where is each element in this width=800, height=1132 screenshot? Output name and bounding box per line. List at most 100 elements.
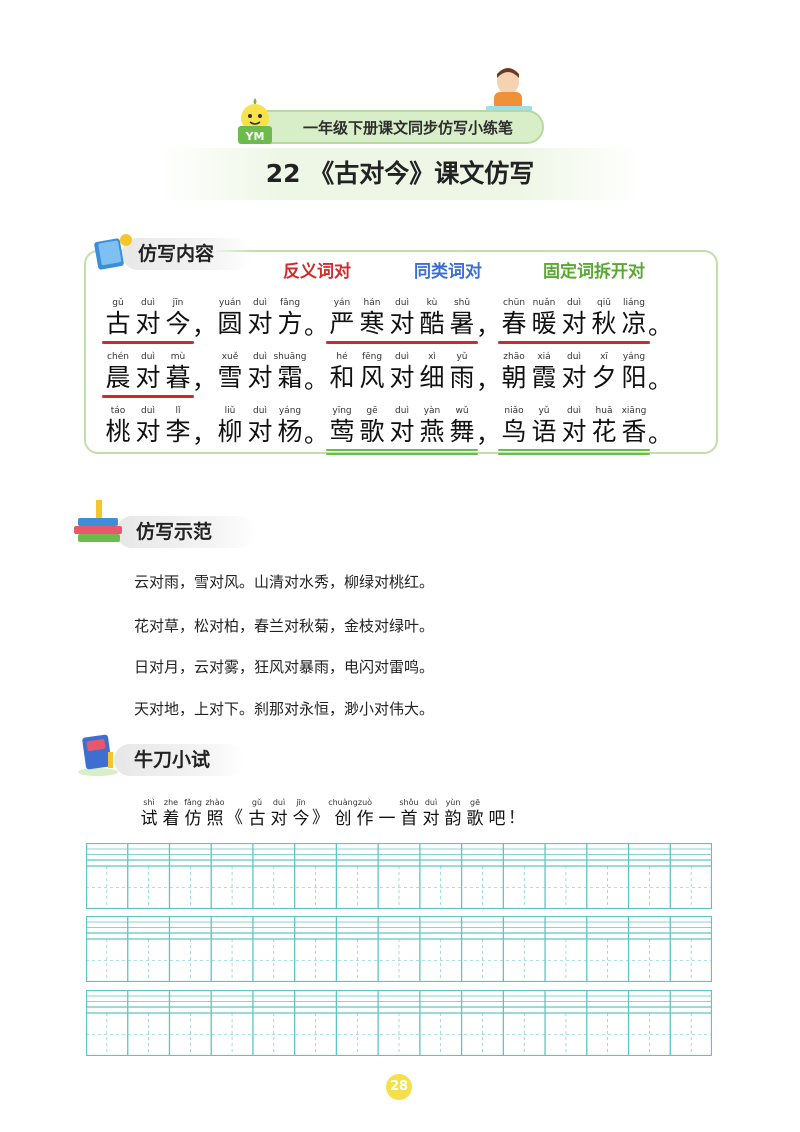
demo-line-3: 日对月，云对雾，狂风对暴雨，电闪对雷鸣。 xyxy=(134,658,435,676)
hanzi: 歌 xyxy=(466,809,484,829)
pinyin: gē xyxy=(470,798,480,807)
legend-same-category: 同类词对 xyxy=(414,262,482,282)
pinyin: xì xyxy=(428,352,436,362)
punctuation-text: 》 xyxy=(312,808,329,828)
pinyin: gǔ xyxy=(251,798,263,807)
section-label-demo: 仿写示范 xyxy=(136,521,213,543)
hanzi: 酷 xyxy=(419,309,445,338)
hanzi: 着 xyxy=(162,809,180,829)
hanzi: 阳 xyxy=(621,363,647,392)
punctuation: 。 xyxy=(648,312,672,340)
pinyin: yīng xyxy=(332,406,352,416)
pinyin: zhe xyxy=(163,798,179,807)
hanzi: 对 xyxy=(389,417,415,446)
punctuation: 。 xyxy=(304,366,328,394)
punctuation: 。 xyxy=(648,366,672,394)
pinyin: duì xyxy=(253,406,267,416)
hanzi: 李 xyxy=(165,417,191,446)
pinyin: hé xyxy=(336,352,348,362)
hanzi: 和 xyxy=(329,363,355,392)
kid-writing-illustration xyxy=(478,66,538,116)
writing-grid-2[interactable] xyxy=(86,916,712,982)
pinyin: shì xyxy=(143,798,155,807)
hanzi: 今 xyxy=(165,309,191,338)
books-stack-icon xyxy=(72,500,130,552)
hanzi: 歌 xyxy=(359,417,385,446)
punctuation: ， xyxy=(192,366,216,394)
pinyin: yuán xyxy=(218,298,242,308)
hanzi: 雨 xyxy=(449,363,475,392)
hanzi: 霞 xyxy=(531,363,557,392)
hanzi: 暑 xyxy=(449,309,475,338)
hanzi: 今 xyxy=(292,809,310,829)
pinyin: duì xyxy=(395,298,409,308)
pair-underline xyxy=(102,341,194,344)
pinyin: yáng xyxy=(278,406,302,416)
section-label-content: 仿写内容 xyxy=(138,243,215,265)
hanzi: 霜 xyxy=(277,363,303,392)
pinyin: gē xyxy=(366,406,378,416)
pinyin: yán xyxy=(333,298,351,308)
hanzi: 仿 xyxy=(184,809,202,829)
pinyin: shǒu xyxy=(399,798,419,807)
hanzi: 燕 xyxy=(419,417,445,446)
section-header-demo: 仿写示范 xyxy=(72,500,262,550)
hanzi: 朝 xyxy=(501,363,527,392)
pair-underline xyxy=(326,341,478,344)
hanzi: 花 xyxy=(591,417,617,446)
hanzi: 照 xyxy=(206,809,224,829)
pinyin: chūn xyxy=(502,298,526,308)
hanzi: 对 xyxy=(135,309,161,338)
pinyin: wǔ xyxy=(455,406,469,416)
pinyin: yáng xyxy=(622,352,646,362)
pinyin: liáng xyxy=(623,298,645,308)
hanzi: 风 xyxy=(359,363,385,392)
punctuation: ， xyxy=(476,420,500,448)
hanzi: 对 xyxy=(561,417,587,446)
writing-grid-3[interactable] xyxy=(86,990,712,1056)
section-label-practice: 牛刀小试 xyxy=(134,749,211,771)
pair-underline xyxy=(498,341,650,344)
hanzi: 香 xyxy=(621,417,647,446)
writing-grid-1[interactable] xyxy=(86,843,712,909)
notebook-icon xyxy=(74,734,122,780)
book-icon xyxy=(92,230,136,274)
series-banner: 一年级下册课文同步仿写小练笔 xyxy=(248,110,544,144)
pair-underline xyxy=(326,449,478,451)
pinyin: táo xyxy=(110,406,126,416)
pinyin: duì xyxy=(141,352,155,362)
pinyin: duì xyxy=(141,298,155,308)
punctuation: ， xyxy=(476,312,500,340)
pinyin: yàn xyxy=(423,406,441,416)
hanzi: 首 xyxy=(400,809,418,829)
pinyin: zuò xyxy=(357,798,373,807)
hanzi: 杨 xyxy=(277,417,303,446)
pinyin: fāng xyxy=(279,298,301,308)
hanzi: 语 xyxy=(531,417,557,446)
pinyin: shǔ xyxy=(453,298,471,308)
hanzi: 莺 xyxy=(329,417,355,446)
hanzi: 寒 xyxy=(359,309,385,338)
pinyin: zhào xyxy=(205,798,225,807)
pinyin: yǔ xyxy=(456,352,468,362)
hanzi: 严 xyxy=(329,309,355,338)
hanzi: 创 xyxy=(334,809,352,829)
pinyin: duì xyxy=(567,298,581,308)
pinyin: fǎng xyxy=(184,798,202,807)
pinyin: xiāng xyxy=(621,406,647,416)
pinyin: mù xyxy=(170,352,186,362)
hanzi: 雪 xyxy=(217,363,243,392)
pinyin: xiá xyxy=(537,352,551,362)
pinyin: duì xyxy=(424,798,438,807)
hanzi: 鸟 xyxy=(501,417,527,446)
pinyin: kù xyxy=(426,298,438,308)
pinyin: duì xyxy=(253,352,267,362)
pair-underline xyxy=(498,449,650,451)
pinyin: niǎo xyxy=(504,406,524,416)
pinyin: liǔ xyxy=(224,406,236,416)
series-title: 一年级下册课文同步仿写小练笔 xyxy=(302,118,513,137)
page-number: 28 xyxy=(386,1074,412,1100)
pinyin: fēng xyxy=(361,352,383,362)
hanzi: 对 xyxy=(389,363,415,392)
